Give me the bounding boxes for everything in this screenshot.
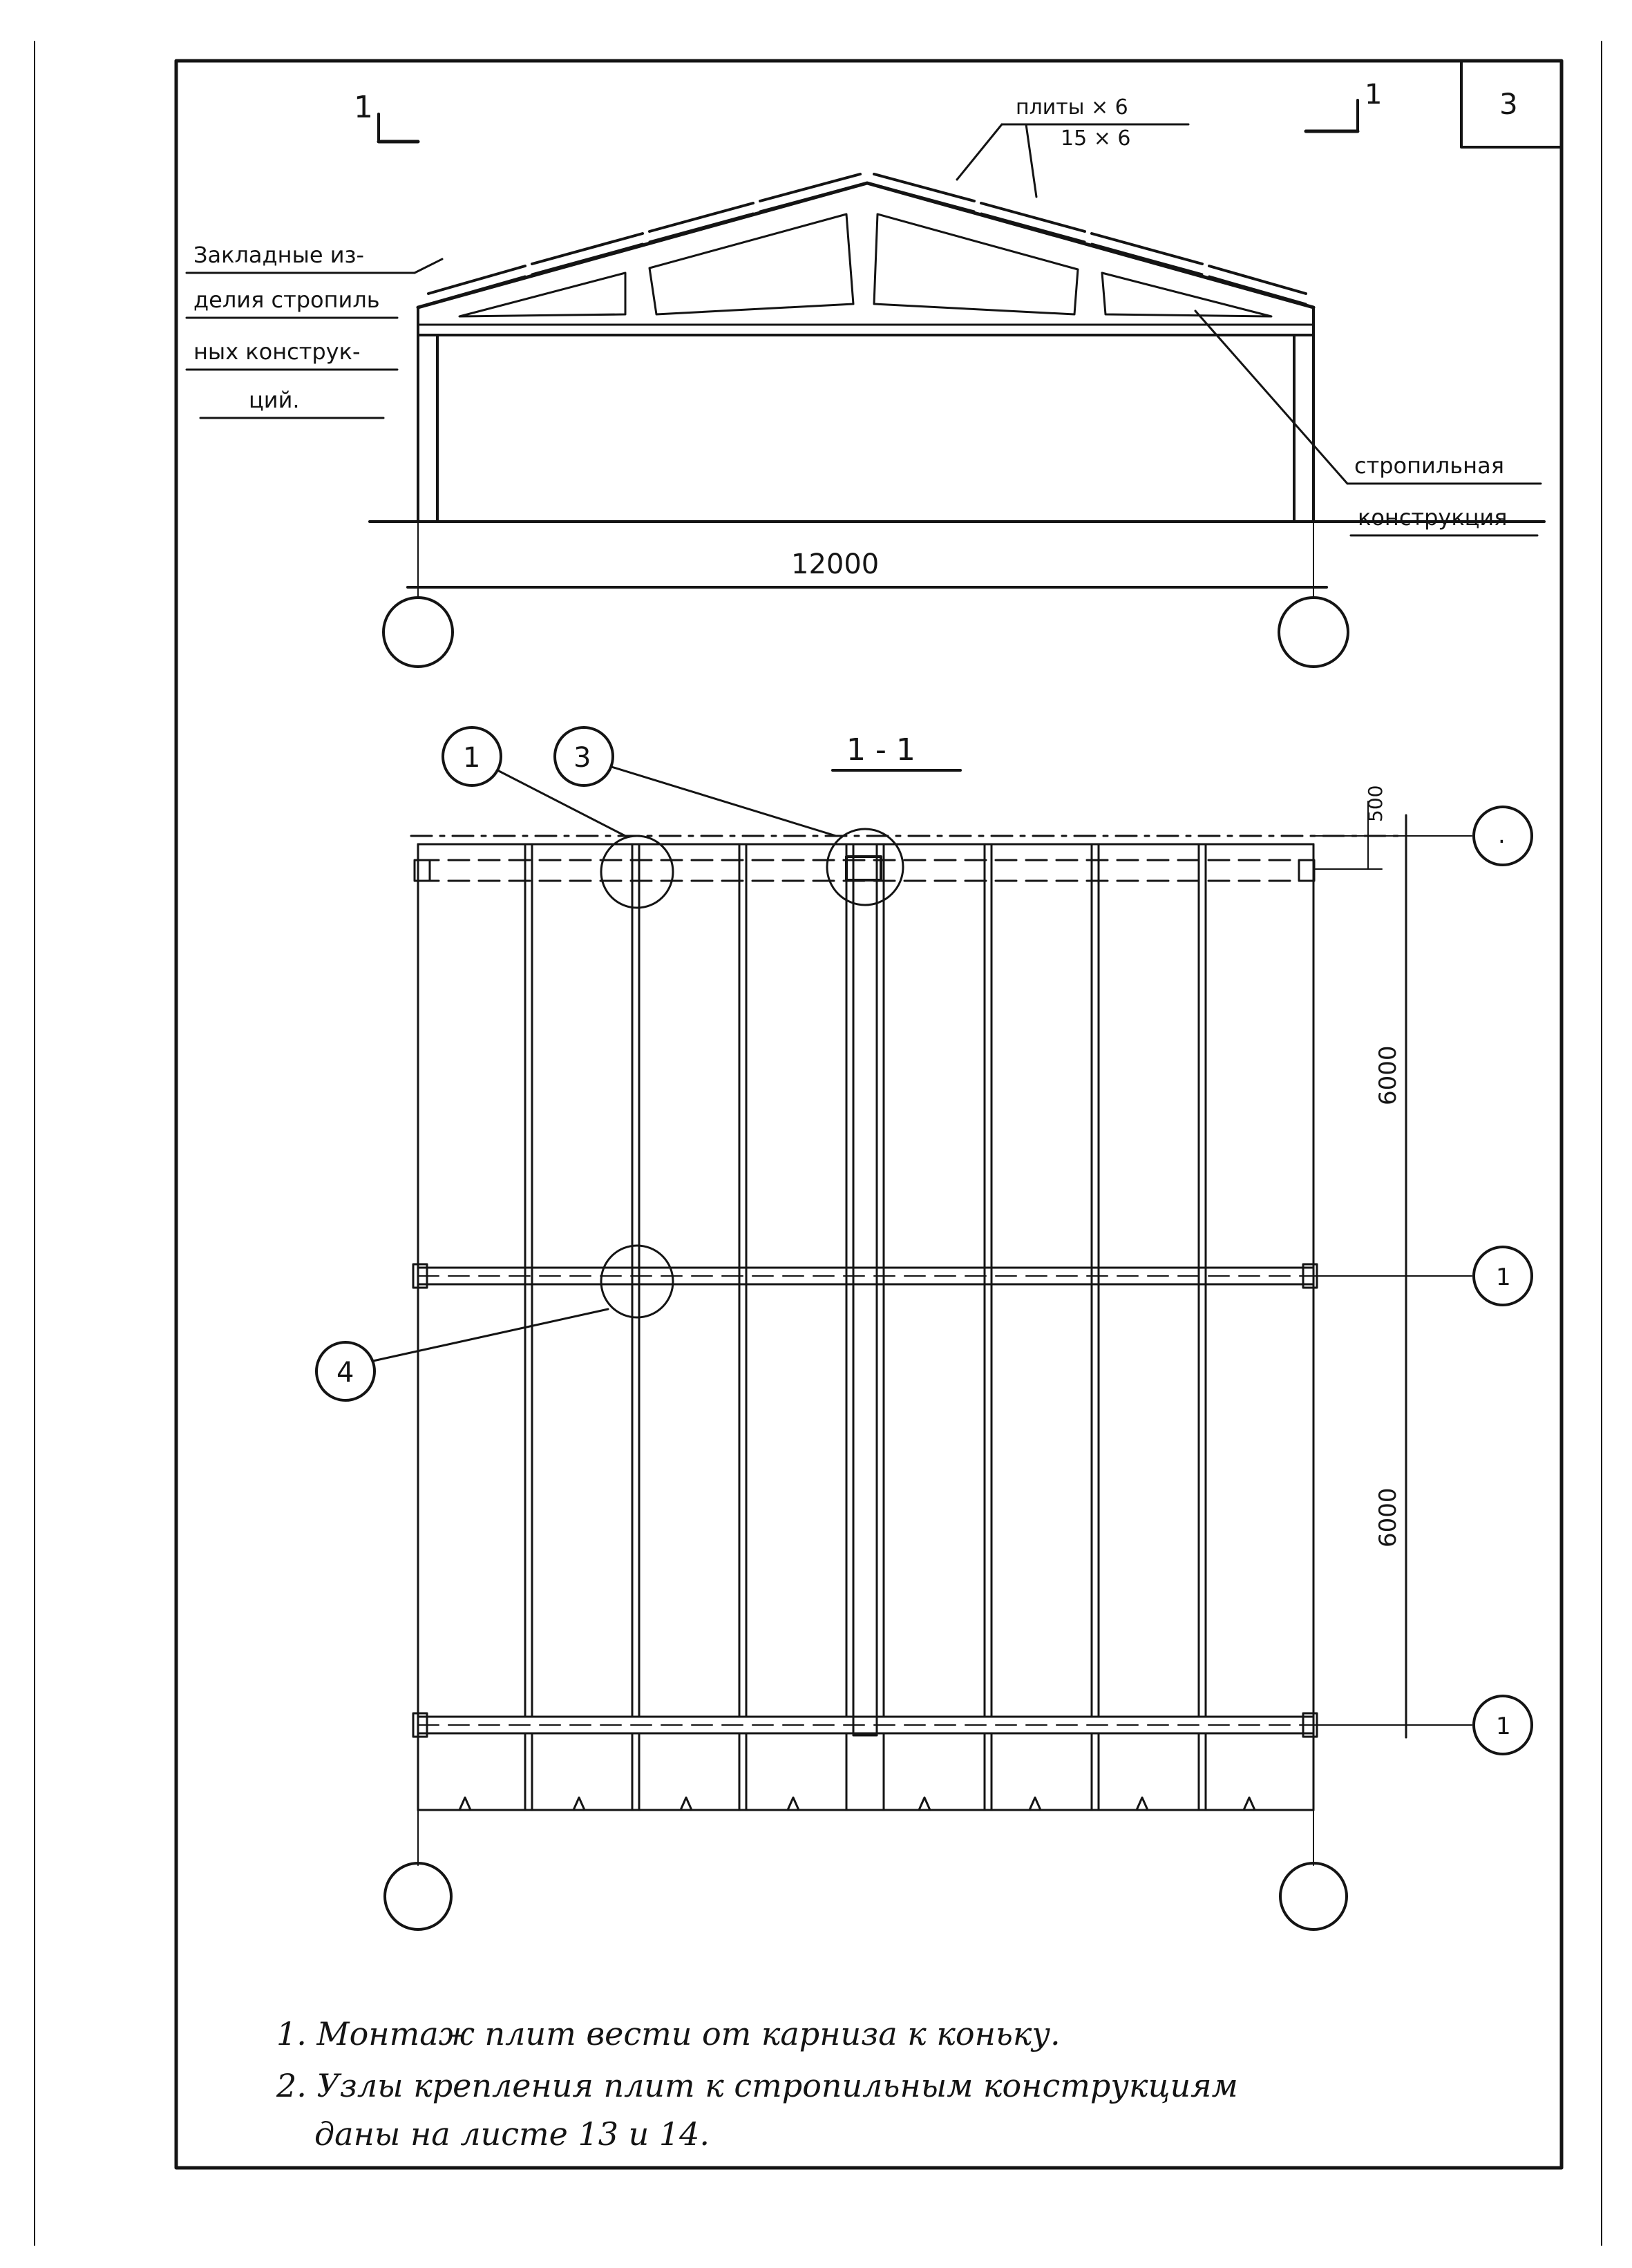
axis-bubble-elev-right (1278, 596, 1349, 668)
node-circle-1 (600, 835, 674, 909)
notes: 1. Монтаж плит вести от карниза к коньку… (276, 2015, 1238, 2153)
svg-text:.: . (1498, 821, 1506, 849)
embedded-items-label: Закладные из- делия стропиль ных констру… (185, 242, 444, 419)
note-3: даны на листе 13 и 14. (314, 2115, 710, 2153)
node-circle-3 (826, 828, 904, 906)
svg-text:15 × 6: 15 × 6 (1061, 126, 1130, 151)
row-marker-top (1472, 806, 1533, 866)
section-title: 1 - 1 (846, 732, 915, 768)
row-marker-mid (1472, 1246, 1533, 1306)
svg-text:1: 1 (1496, 1264, 1511, 1291)
eave-strip (417, 1732, 1315, 1811)
sheet-number-box (1460, 59, 1563, 149)
ridge-member (852, 843, 878, 1737)
bay-dimension-2: 6000 (1374, 1487, 1402, 1547)
sheet-frame (174, 59, 1564, 2170)
svg-text:Закладные из-: Закладные из- (193, 242, 364, 268)
axis-bubble-plan-right (1279, 1862, 1348, 1931)
axis-bubble-plan-left (383, 1862, 453, 1931)
callout-bubble-1 (442, 726, 502, 787)
roof-plates-left (427, 173, 862, 305)
truss-label: стропильная конструкция (1194, 309, 1542, 537)
node-circle-4 (600, 1244, 674, 1319)
callout-bubble-3 (553, 726, 614, 787)
svg-text:3: 3 (573, 742, 591, 774)
svg-text:4: 4 (336, 1357, 354, 1389)
column-left (417, 334, 439, 523)
plates-label: плиты × 6 15 × 6 (956, 95, 1190, 198)
note-2: 2. Узлы крепления плит к стропильным кон… (276, 2067, 1238, 2104)
svg-text:1: 1 (1365, 79, 1382, 111)
section-mark-right: 1 (1304, 79, 1382, 133)
section-mark-left: 1 (354, 90, 420, 144)
note-1: 1. Монтаж плит вести от карниза к коньку… (276, 2015, 1061, 2052)
bay-dimension-1: 6000 (1374, 1045, 1402, 1105)
plan-view: 1 - 1 (315, 726, 1533, 1931)
elevation-view: 12000 (368, 173, 1546, 668)
svg-text:делия стропиль: делия стропиль (193, 287, 380, 313)
svg-text:1: 1 (354, 90, 373, 125)
svg-text:1: 1 (463, 742, 480, 774)
row-marker-bottom (1472, 1695, 1533, 1755)
svg-text:стропильная: стропильная (1354, 452, 1504, 479)
svg-text:ций.: ций. (249, 387, 300, 413)
axis-bubble-elev-left (382, 596, 454, 668)
sheet-number: 3 (1499, 87, 1518, 121)
truss-top-chord (416, 181, 1316, 309)
svg-text:ных конструк-: ных конструк- (193, 339, 360, 365)
roof-plates-right (873, 173, 1307, 305)
edge-dimension: 500 (1364, 785, 1387, 822)
plate-ribs (524, 843, 1207, 1718)
column-right (1293, 334, 1315, 523)
svg-text:1: 1 (1496, 1713, 1511, 1740)
span-dimension: 12000 (791, 549, 879, 580)
callout-bubble-4 (315, 1341, 376, 1402)
svg-text:конструкция: конструкция (1358, 504, 1507, 531)
svg-text:плиты × 6: плиты × 6 (1016, 95, 1128, 120)
